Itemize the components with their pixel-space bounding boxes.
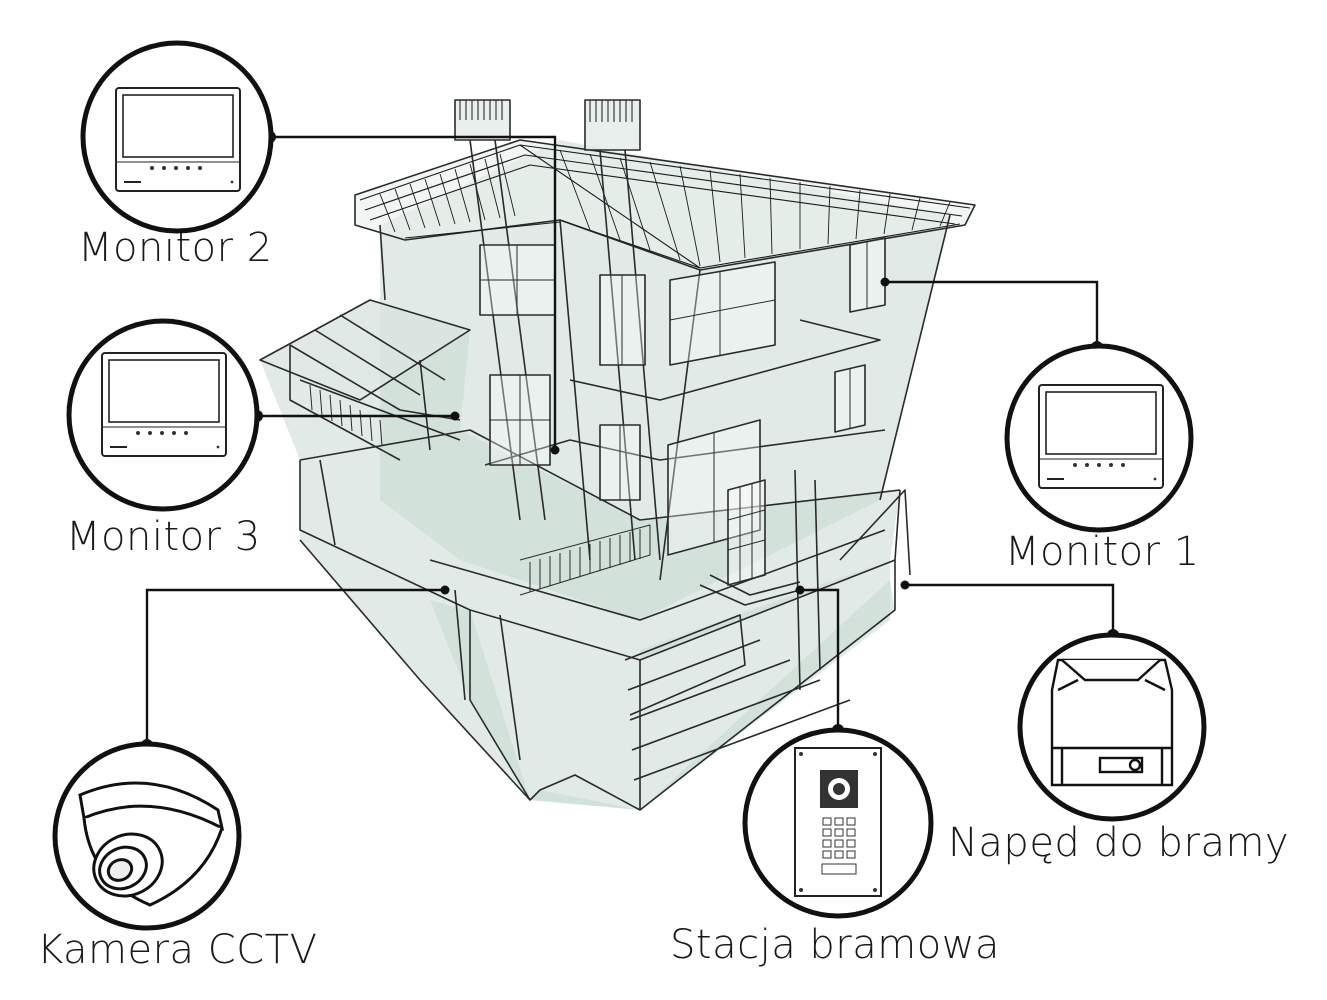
wiring-lines — [145, 135, 1115, 745]
monitor-2-device — [80, 40, 274, 234]
monitor-3-device — [66, 318, 260, 512]
gate-drive-device — [1017, 632, 1207, 822]
monitor-1-label: Monitor 1 — [1005, 529, 1200, 575]
monitor-1-device — [1004, 343, 1194, 533]
video-intercom-monitor-icon — [101, 352, 227, 457]
door-station-keypad-icon — [794, 747, 882, 897]
monitor-2-label: Monitor 2 — [78, 225, 273, 271]
cctv-camera-device — [52, 741, 242, 931]
video-intercom-monitor-icon — [1038, 384, 1164, 489]
gate-drive-label: Napęd do bramy — [948, 820, 1290, 866]
monitor-3-label: Monitor 3 — [66, 514, 261, 560]
door-station-device — [742, 727, 934, 919]
house-illustration — [259, 99, 976, 811]
gate-drive-motor-icon — [1050, 658, 1174, 787]
door-station-label: Stacja bramowa — [670, 922, 1000, 968]
cctv-camera-label: Kamera CCTV — [37, 927, 318, 973]
video-intercom-monitor-icon — [115, 87, 241, 192]
dome-cctv-camera-icon — [78, 781, 225, 907]
